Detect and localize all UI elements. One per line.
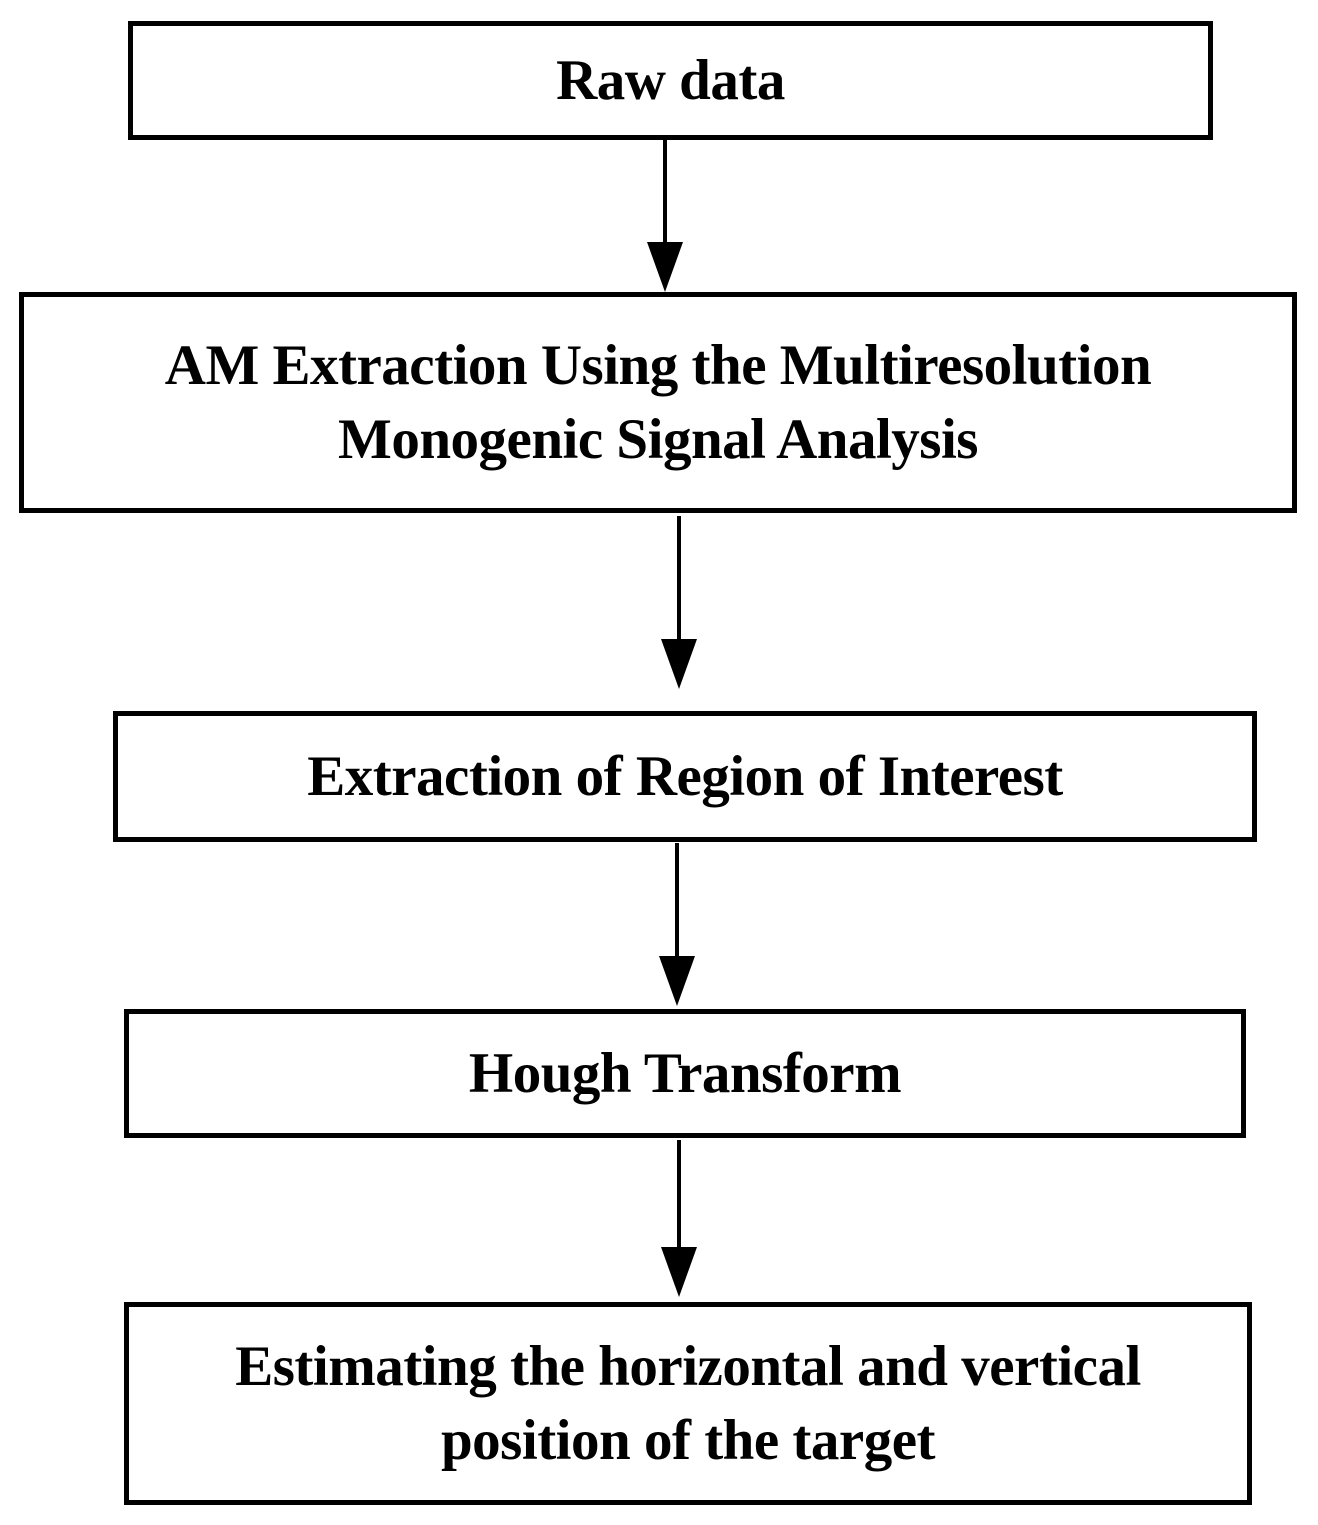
flowchart-box-position-estimation: Estimating the horizontal and vertical p… — [124, 1302, 1252, 1505]
arrowhead-icon — [661, 639, 697, 689]
arrow-down-icon — [661, 1140, 697, 1297]
flowchart-box-hough-transform: Hough Transform — [124, 1009, 1246, 1138]
box-label: Extraction of Region of Interest — [307, 744, 1063, 808]
arrow-down-icon — [661, 516, 697, 689]
arrow-stem — [677, 1140, 681, 1249]
arrow-stem — [675, 843, 679, 958]
flowchart-box-am-extraction: AM Extraction Using the Multiresolution … — [19, 292, 1297, 513]
arrowhead-icon — [647, 242, 683, 292]
box-label-line-1: Estimating the horizontal and vertical — [235, 1334, 1141, 1398]
arrowhead-icon — [659, 956, 695, 1006]
arrow-down-icon — [659, 843, 695, 1006]
arrow-stem — [677, 516, 681, 641]
box-label-line-1: AM Extraction Using the Multiresolution — [164, 333, 1152, 397]
flowchart-box-raw-data: Raw data — [128, 21, 1213, 140]
box-label-line-2: Monogenic Signal Analysis — [338, 407, 978, 471]
flowchart-box-roi-extraction: Extraction of Region of Interest — [113, 711, 1257, 842]
arrow-down-icon — [647, 140, 683, 292]
arrowhead-icon — [661, 1247, 697, 1297]
box-label: Raw data — [556, 48, 785, 112]
box-label: Hough Transform — [468, 1041, 902, 1105]
arrow-stem — [663, 140, 667, 244]
box-label-line-2: position of the target — [440, 1408, 936, 1472]
